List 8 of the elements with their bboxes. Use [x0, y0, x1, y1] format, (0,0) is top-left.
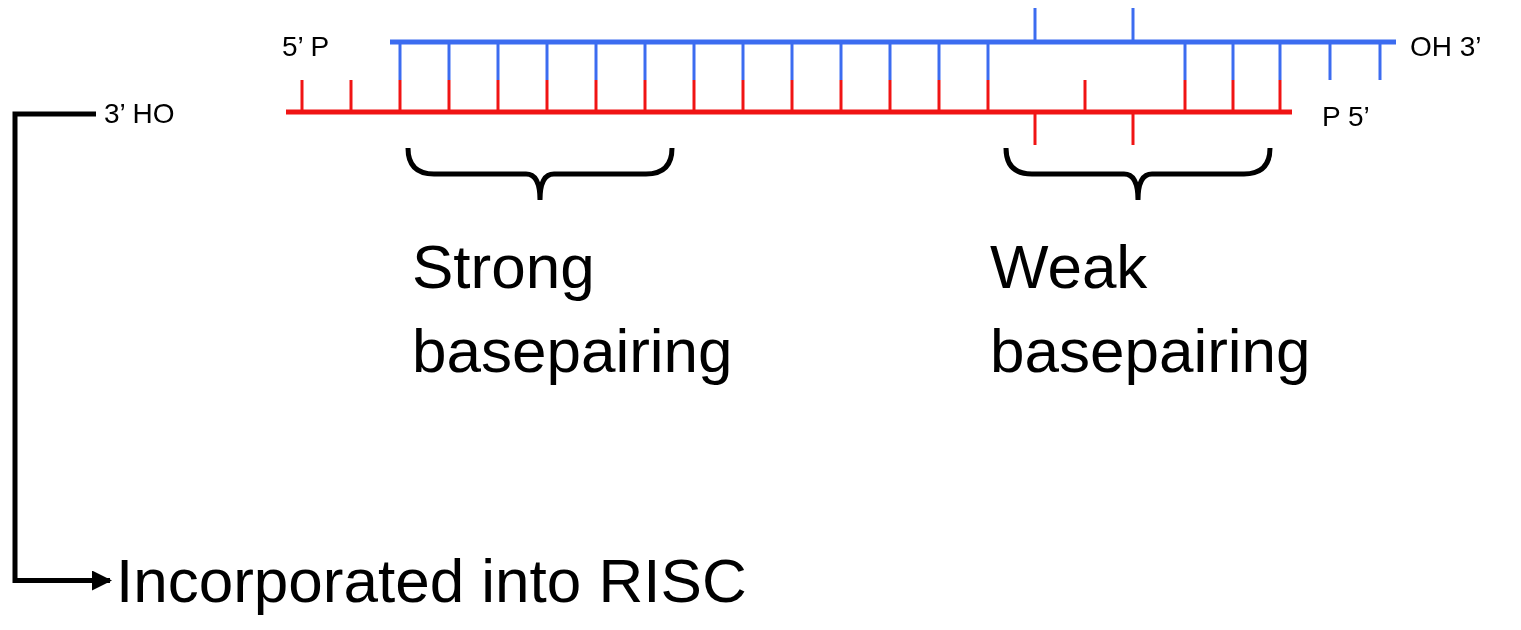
elbow-arrow [12, 111, 112, 591]
annotation-text: Strong basepairing [412, 231, 734, 387]
annotation-text: Weak basepairing [990, 231, 1312, 387]
strand-label: 3’ HO [100, 98, 179, 131]
strand-end-label: P 5’ [1322, 100, 1371, 134]
strand-end-label: OH 3’ [1410, 30, 1483, 64]
strand-label: Incorporated into RISC [112, 545, 751, 617]
strand-end-label: 5’ P [282, 30, 331, 64]
